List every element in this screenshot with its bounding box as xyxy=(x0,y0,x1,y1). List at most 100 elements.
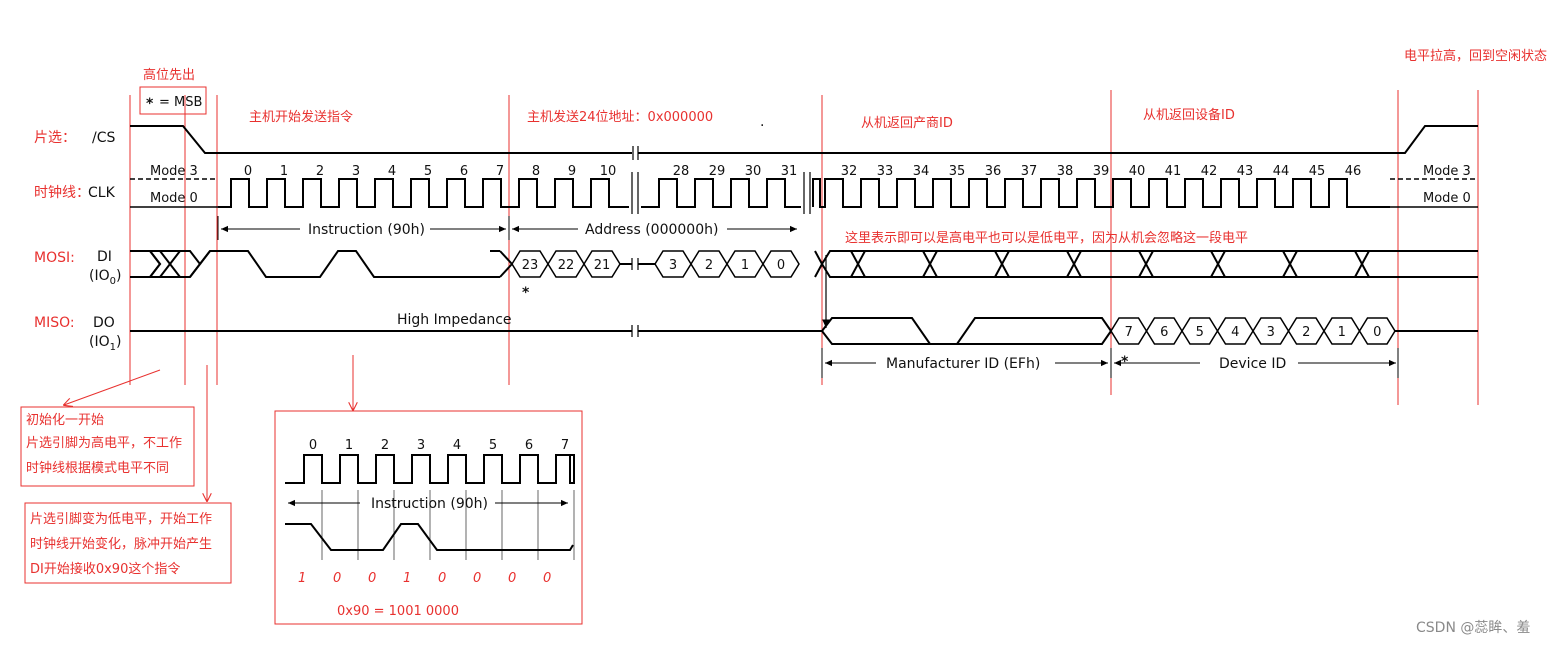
mosi-cross xyxy=(994,250,1010,278)
device-span-label: Device ID xyxy=(1219,356,1286,372)
clock-number: 45 xyxy=(1309,164,1326,179)
clock-number: 10 xyxy=(600,164,617,179)
inset-handwritten-bit: 1 xyxy=(298,571,306,586)
return-idle-annotation: 电平拉高，回到空闲状态 xyxy=(1404,48,1547,64)
start-note-line-1: 片选引脚变为低电平，开始工作 xyxy=(30,511,212,527)
miso-bit-label: 2 xyxy=(1302,325,1310,340)
inset-caption: 0x90 = 1001 0000 xyxy=(337,604,459,619)
clock-number: 9 xyxy=(568,164,576,179)
stray-dot: . xyxy=(760,114,764,130)
instruction-span-label: Instruction (90h) xyxy=(308,222,425,238)
clock-number: 41 xyxy=(1165,164,1182,179)
inset-clock-number: 2 xyxy=(381,438,389,453)
clock-number: 36 xyxy=(985,164,1002,179)
mosi-cross xyxy=(1138,250,1154,278)
start-note-line-2: 时钟线开始变化，脉冲开始产生 xyxy=(30,536,212,552)
clock-number: 7 xyxy=(496,164,504,179)
slave-manufacturer-annotation: 从机返回产商ID xyxy=(861,116,953,131)
miso-bit-label: 7 xyxy=(1125,325,1133,340)
clock-number: 2 xyxy=(316,164,324,179)
miso-break-marks xyxy=(631,325,639,337)
clock-number: 39 xyxy=(1093,164,1110,179)
inset-handwritten-bit: 0 xyxy=(473,571,481,586)
msb-legend-box xyxy=(139,86,207,115)
miso-io-close: ) xyxy=(116,334,121,350)
inset-clock-number: 4 xyxy=(453,438,461,453)
clock-number: 29 xyxy=(709,164,726,179)
mosi-waveform xyxy=(130,250,1478,278)
mosi-cross xyxy=(850,250,866,278)
init-note-line-3: 时钟线根据模式电平不同 xyxy=(26,460,169,476)
init-note-arrow xyxy=(64,369,161,405)
clock-number: 1 xyxy=(280,164,288,179)
clock-number: 33 xyxy=(877,164,894,179)
cs-waveform xyxy=(130,125,1478,154)
msb-star: * xyxy=(146,96,154,112)
clock-number: 46 xyxy=(1345,164,1362,179)
inset-clock-number: 3 xyxy=(417,438,425,453)
mosi-bit-label: 21 xyxy=(594,258,611,273)
mosi-io-sub: 0 xyxy=(110,276,116,287)
clock-number: 35 xyxy=(949,164,966,179)
slave-device-annotation: 从机返回设备ID xyxy=(1143,107,1235,123)
clock-number: 8 xyxy=(532,164,540,179)
clk-break-marks xyxy=(631,172,811,214)
clk-mode-lines xyxy=(130,178,1478,208)
mosi-bit-label: 0 xyxy=(777,258,785,273)
clock-number: 32 xyxy=(841,164,858,179)
inset-clock-number: 7 xyxy=(561,438,569,453)
inset-handwritten-bit: 0 xyxy=(368,571,376,586)
clock-number: 28 xyxy=(673,164,690,179)
mode3-right-label: Mode 3 xyxy=(1423,164,1471,179)
init-note-line-2: 片选引脚为高电平，不工作 xyxy=(26,435,182,451)
mosi-cross xyxy=(1354,250,1370,278)
miso-waveform xyxy=(130,317,1478,345)
clock-number: 34 xyxy=(913,164,930,179)
mosi-cn-label: MOSI: xyxy=(34,250,75,266)
mosi-cross xyxy=(1282,250,1298,278)
mosi-io-close: ) xyxy=(116,268,121,284)
mosi-bit-label: 22 xyxy=(558,258,575,273)
mode3-left-label: Mode 3 xyxy=(150,164,198,179)
inset-handwritten-bit: 0 xyxy=(333,571,341,586)
inset-clock-number: 6 xyxy=(525,438,533,453)
mosi-cross xyxy=(1210,250,1226,278)
inset-clock-number: 5 xyxy=(489,438,497,453)
inset-handwritten-bit: 0 xyxy=(543,571,551,586)
master-start-annotation: 主机开始发送指令 xyxy=(249,109,353,125)
clock-number: 3 xyxy=(352,164,360,179)
mosi-cross xyxy=(1066,250,1082,278)
mosi-bit-cell xyxy=(762,250,800,278)
inset-handwritten-bit: 1 xyxy=(403,571,411,586)
clock-number: 0 xyxy=(244,164,252,179)
clk-cn-label: 时钟线： xyxy=(34,184,90,201)
clk-label: CLK xyxy=(88,185,116,201)
clock-number: 43 xyxy=(1237,164,1254,179)
mosi-bit-label: 23 xyxy=(522,258,539,273)
cs-break-mark xyxy=(632,146,639,160)
miso-bit-label: 5 xyxy=(1196,325,1204,340)
clock-number: 4 xyxy=(388,164,396,179)
mosi-io-main: (IO xyxy=(89,268,110,284)
high-impedance-label: High Impedance xyxy=(397,312,512,328)
start-note-box xyxy=(24,502,232,584)
msb-first-label: 高位先出 xyxy=(143,67,195,83)
clock-number: 40 xyxy=(1129,164,1146,179)
miso-cn-label: MISO: xyxy=(34,315,75,331)
clk-waveform xyxy=(218,178,1390,208)
miso-bit-label: 0 xyxy=(1373,325,1381,340)
mosi-bit-label: 2 xyxy=(705,258,713,273)
mode0-left-label: Mode 0 xyxy=(150,191,198,206)
mosi-cross xyxy=(922,250,938,278)
msb-equals-label: = MSB xyxy=(159,95,202,110)
master-address-annotation: 主机发送24位地址：0x000000 xyxy=(527,109,713,125)
start-note-line-3: DI开始接收0x90这个指令 xyxy=(30,561,180,577)
mosi-ignored-crosses xyxy=(850,250,1370,278)
inset-clk-waveform xyxy=(285,454,575,484)
